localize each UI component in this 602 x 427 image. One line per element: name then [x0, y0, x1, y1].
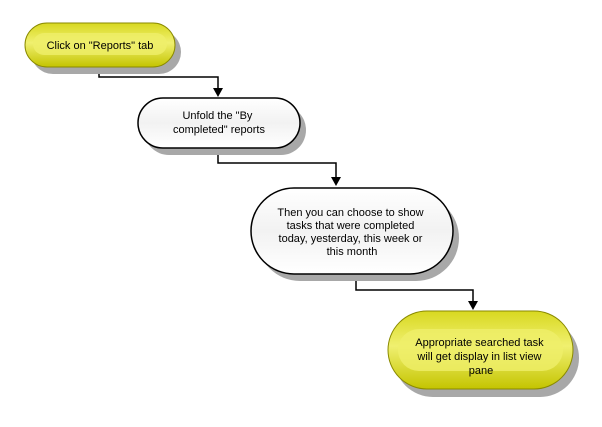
step-4-line-3: pane [469, 365, 493, 377]
step-3-label: Then you can choose to show tasks that w… [277, 207, 426, 258]
step-2-label: Unfold the "By completed" reports [173, 110, 265, 136]
step-1: Click on "Reports" tab [24, 22, 181, 74]
step-4-line-2: will get display in list view [416, 351, 541, 363]
step-3: Then you can choose to show tasks that w… [250, 187, 459, 281]
step-3-line-4: this month [327, 246, 378, 258]
step-1-highlight [33, 33, 167, 55]
step-2-shape [137, 97, 301, 149]
step-3-line-3: today, yesterday, this week or [279, 233, 423, 245]
step-1-line-1: Click on "Reports" tab [47, 40, 154, 52]
step-2-line-1: Unfold the "By [182, 110, 252, 122]
step-2: Unfold the "By completed" reports [137, 97, 306, 155]
connector-2 [217, 148, 341, 186]
connector-3 [355, 274, 478, 310]
step-4-highlight [398, 329, 563, 371]
step-4-label: Appropriate searched task will get displ… [415, 337, 546, 377]
step-3-line-2: tasks that were completed [287, 220, 415, 232]
step-2-line-2: completed" reports [173, 124, 265, 136]
step-3-line-1: Then you can choose to show [277, 207, 423, 219]
step-3-shape [250, 187, 454, 275]
step-4-line-1: Appropriate searched task [415, 337, 544, 349]
step-1-label: Click on "Reports" tab [47, 40, 154, 52]
step-4: Appropriate searched task will get displ… [387, 310, 579, 397]
